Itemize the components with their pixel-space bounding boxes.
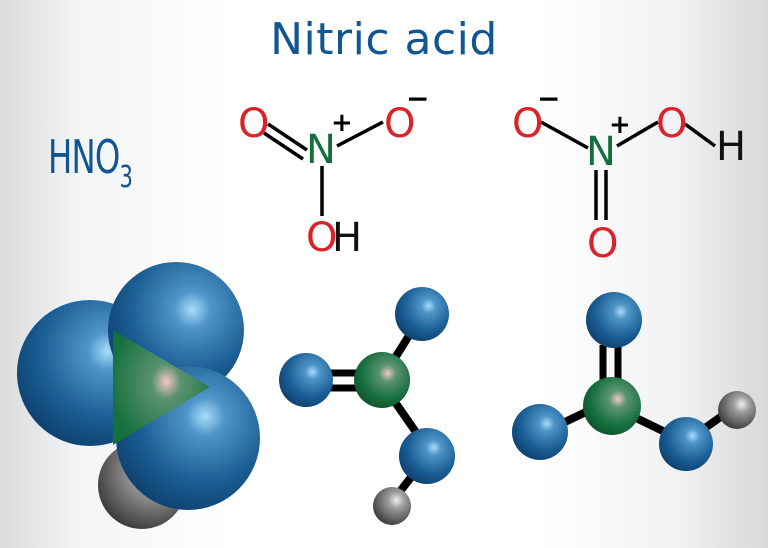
negative-charge: −: [406, 82, 429, 115]
oxygen-label: O: [384, 101, 415, 147]
oxygen-label: O: [656, 101, 687, 147]
nitrogen-ball: [583, 377, 641, 435]
structural-formula-2: O − N + O H O: [512, 82, 746, 267]
oxygen-ball: [586, 292, 642, 348]
double-bond-line: [267, 122, 308, 152]
single-bond-line: [540, 120, 589, 150]
ball-and-stick-model-1: [279, 287, 455, 525]
oxygen-label: O: [512, 101, 543, 147]
formula-main: HNO: [48, 130, 120, 184]
single-bond-line: [336, 120, 384, 148]
space-filling-model: [17, 262, 260, 529]
oxygen-label: O: [306, 215, 337, 261]
positive-charge: +: [331, 108, 353, 138]
oxygen-label: O: [587, 221, 618, 267]
page-title: Nitric acid: [270, 14, 498, 65]
oxygen-ball: [279, 353, 333, 407]
hydrogen-ball: [718, 391, 756, 429]
nitrogen-core: [113, 330, 210, 445]
ball-and-stick-model-2: [512, 292, 756, 471]
chemical-formula: HNO3: [48, 130, 133, 195]
nitrogen-ball: [354, 352, 410, 408]
single-bond-line: [683, 122, 717, 148]
bond-stick: [391, 331, 414, 361]
double-bond-line: [263, 131, 304, 161]
oxygen-ball: [659, 417, 713, 471]
formula-subscript: 3: [119, 160, 133, 195]
hydrogen-label: H: [716, 124, 746, 170]
nitrogen-label: N: [306, 127, 336, 173]
oxygen-ball: [399, 428, 455, 484]
nitrogen-label: N: [586, 129, 616, 175]
hydrogen-ball: [373, 487, 411, 525]
hydrogen-label: H: [332, 215, 362, 261]
oxygen-ball: [512, 404, 568, 460]
negative-charge: −: [537, 82, 560, 115]
positive-charge: +: [609, 110, 631, 140]
single-bond-line: [616, 120, 659, 148]
bond-stick: [702, 412, 725, 432]
oxygen-ball: [395, 287, 449, 341]
structural-formula-1: O N + O − O H: [238, 82, 429, 261]
oxygen-label: O: [238, 101, 269, 147]
